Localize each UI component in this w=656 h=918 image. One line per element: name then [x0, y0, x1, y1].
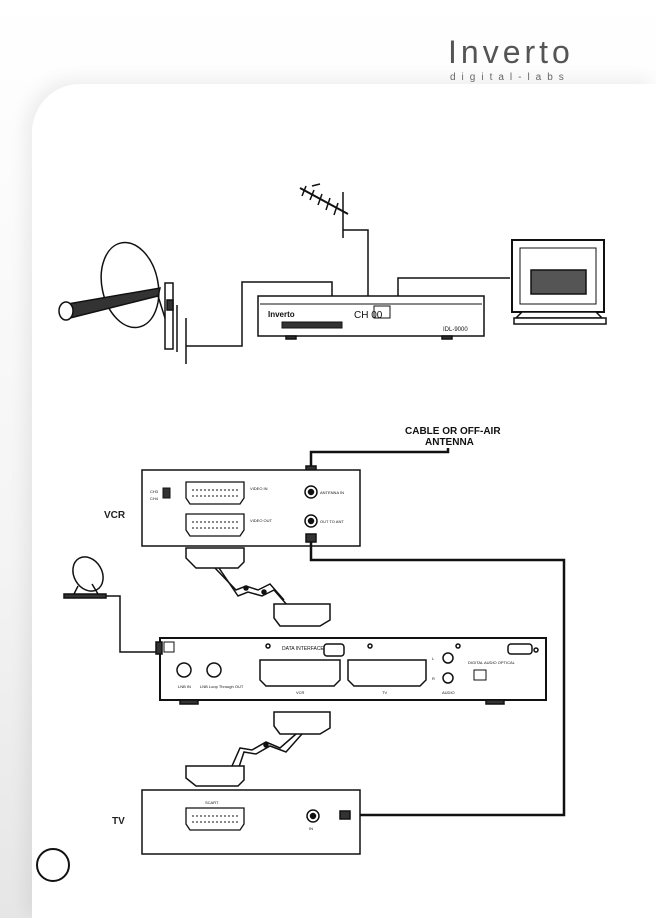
- rear-tv-label: TV: [382, 690, 387, 695]
- antenna-label-line1: CABLE OR OFF-AIR: [405, 426, 501, 437]
- antenna-label-line2: ANTENNA: [425, 437, 474, 448]
- tv-cable: [397, 277, 510, 296]
- tv-in-label: IN: [309, 826, 313, 831]
- receiver-brand-label: Inverto: [268, 310, 295, 319]
- vcr-video-in-label: VIDEO IN: [250, 486, 268, 491]
- roof-antenna-icon: [299, 183, 349, 238]
- vcr-ch4-label: CH4: [150, 496, 159, 501]
- brand-name: Inverto: [448, 34, 574, 70]
- rear-audio-l-label: L: [432, 656, 435, 661]
- receiver-rear-panel: [155, 637, 547, 705]
- receiver-front: [257, 295, 485, 340]
- scart-cable-tv: [185, 711, 331, 787]
- rf-cable: [309, 542, 566, 817]
- rear-digital-audio-label: DIGITAL AUDIO OPTICAL: [468, 660, 516, 665]
- vcr-ch3-label: CH3: [150, 489, 159, 494]
- off-air-cable: [309, 448, 450, 470]
- tv-box: [141, 789, 361, 855]
- vcr-label: VCR: [104, 510, 126, 521]
- scart-cable-vcr: [185, 547, 331, 627]
- vcr-video-out-label: VIDEO OUT: [250, 518, 273, 523]
- tv-scart-label: SCART: [205, 800, 219, 805]
- brand-logo: Inverto digital-labs: [448, 34, 618, 94]
- receiver-model-label: IDL-9000: [443, 327, 468, 333]
- vcr-out-to-ant-label: OUT TO ANT: [320, 519, 344, 524]
- bottom-diagram: [63, 448, 566, 855]
- page-number-badge: [36, 848, 70, 882]
- tv-label: TV: [112, 816, 125, 827]
- rear-audio-r-label: R: [432, 676, 435, 681]
- vcr-box: [141, 469, 361, 547]
- rear-audio-label: AUDIO: [442, 690, 455, 695]
- small-dish-icon: [63, 556, 107, 599]
- dish-cable: [186, 281, 333, 347]
- brand-tagline: digital-labs: [450, 72, 570, 83]
- satellite-dish-icon: [58, 241, 187, 364]
- antenna-cable: [343, 229, 369, 296]
- tv-monitor-icon: [511, 239, 607, 325]
- vcr-ant-in-label: ANTENNA IN: [320, 490, 344, 495]
- rear-loop-through-label: LNB Loop Through OUT: [200, 684, 244, 689]
- rear-vcr-label: VCR: [296, 690, 305, 695]
- rear-lnb-in-label: LNB IN: [178, 684, 191, 689]
- rear-data-interface-label: DATA INTERFACE: [282, 646, 324, 652]
- receiver-display-label: CH 00: [354, 310, 383, 321]
- top-diagram: [58, 183, 607, 364]
